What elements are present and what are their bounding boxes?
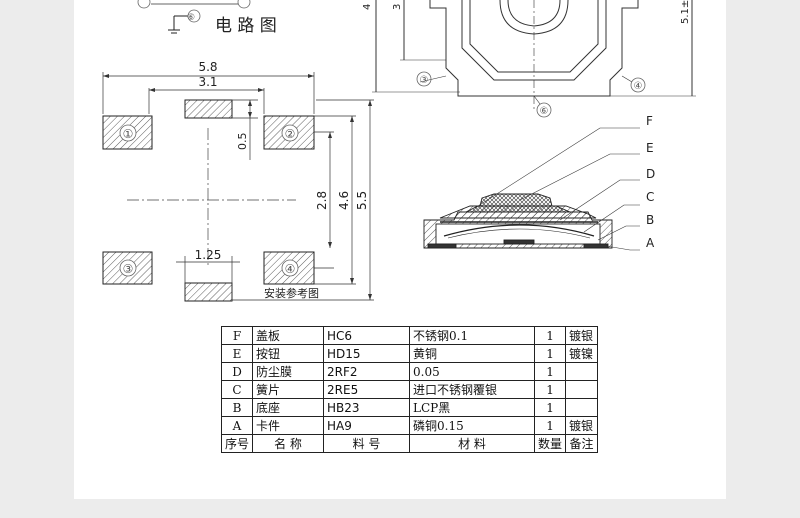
bom-cell-part: 2RF2 [323,362,411,381]
bom-cell-qty: 1 [534,398,567,417]
layer-label-d: D [646,167,655,181]
dim-span: 4.6 [337,191,351,210]
dim-overall-height: 5.5 [355,191,369,210]
layer-label-a: A [646,236,655,250]
bom-header-row: 序号名 称料 号材 料数量备注 [220,434,599,453]
bom-cell-note: 镀镍 [565,344,599,363]
bom-cell-material: 进口不锈钢覆银 [409,380,536,399]
bom-cell-name: 按钮 [252,344,325,363]
bom-cell-name: 防尘膜 [252,362,325,381]
bom-cell-note [565,380,599,399]
bom-cell-name: 盖板 [252,326,325,345]
bom-header-material: 材 料 [409,434,536,453]
bom-header-name: 名 称 [252,434,325,453]
bom-cell-note: 镀银 [565,326,599,345]
pad-3-label: ③ [123,262,134,276]
pin-6-label: ⑥ [187,13,195,23]
install-label: 安装参考图 [264,286,319,300]
bom-cell-material: 黄铜 [409,344,536,363]
bom-header-note: 备注 [565,434,599,453]
top-view-outline [372,0,696,110]
bom-cell-material: LCP黑 [409,398,536,417]
technical-drawing: ⑥ 电 路 图 4 3 5.1± ③ ④ ⑥ [102,0,696,302]
pad-4-label: ④ [285,262,296,276]
dim-overall-width: 5.8 [198,60,217,74]
dim-tab-width: 1.25 [195,248,222,262]
bom-cell-qty: 1 [534,362,567,381]
bom-cell-qty: 1 [534,380,567,399]
leader-lines [477,127,640,251]
dim-inner-width: 3.1 [198,75,217,89]
bom-cell-qty: 1 [534,344,567,363]
layer-label-c: C [646,190,654,204]
bom-cell-seq: C [220,380,254,399]
pin-3-top: ③ [420,75,429,86]
bom-cell-qty: 1 [534,416,567,435]
cross-section [423,193,613,249]
layer-label-f: F [646,114,653,128]
bom-cell-seq: F [220,326,254,345]
bom-cell-name: 卡件 [252,416,325,435]
bom-cell-part: HD15 [323,344,411,363]
bom-cell-seq: D [220,362,254,381]
bom-cell-seq: A [220,416,254,435]
bom-cell-seq: B [220,398,254,417]
dim-center-spacing: 2.8 [315,191,329,210]
bom-cell-part: HC6 [323,326,411,345]
bom-cell-part: HB23 [323,398,411,417]
circuit-label: 电 路 图 [215,16,277,36]
bom-cell-name: 底座 [252,398,325,417]
bom-cell-seq: E [220,344,254,363]
pad-1-label: ① [123,127,134,141]
bom-cell-name: 簧片 [252,380,325,399]
layer-label-e: E [646,141,654,155]
dim-top-b: 3 [392,4,403,10]
drawing-sheet: ⑥ 电 路 图 4 3 5.1± ③ ④ ⑥ [74,0,726,499]
bom-cell-material: 不锈钢0.1 [409,326,536,345]
pin-6-top: ⑥ [540,106,549,117]
dim-top-c: 5.1± [680,0,691,24]
dim-pad-height: 0.5 [236,133,249,151]
footprint-drawing [102,72,374,302]
bom-cell-qty: 1 [534,326,567,345]
bom-cell-note [565,398,599,417]
bom-header-qty: 数量 [534,434,567,453]
bom-cell-part: 2RE5 [323,380,411,399]
bom-cell-material: 磷铜0.15 [409,416,536,435]
bom-cell-note: 镀银 [565,416,599,435]
bom-cell-note [565,362,599,381]
bom-cell-part: HA9 [323,416,411,435]
layer-label-b: B [646,213,654,227]
bom-header-seq: 序号 [220,434,254,453]
circuit-symbol [137,0,251,34]
dim-top-a: 4 [362,4,373,10]
pad-2-label: ② [285,127,296,141]
bom-header-part: 料 号 [323,434,411,453]
bom-cell-material: 0.05 [409,362,536,381]
pin-4-top: ④ [634,81,643,92]
